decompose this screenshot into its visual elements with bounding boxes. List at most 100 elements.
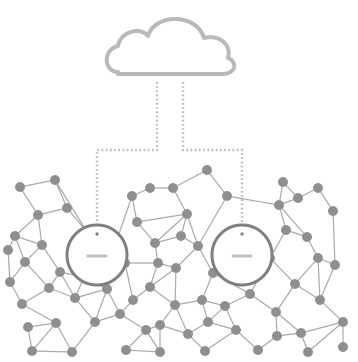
mesh-link	[294, 257, 319, 285]
mesh-node	[202, 165, 212, 175]
mesh-node	[274, 200, 284, 210]
mesh-link	[149, 286, 176, 306]
mesh-node	[5, 277, 15, 287]
mesh-link	[125, 349, 161, 353]
gateway-right	[210, 223, 274, 287]
mesh-link	[37, 214, 43, 246]
mesh-link	[154, 213, 188, 244]
mesh-link	[119, 313, 147, 331]
mesh-link	[172, 169, 208, 189]
mesh-link	[175, 245, 199, 269]
mesh-node	[290, 279, 300, 289]
mesh-node	[330, 260, 340, 270]
mesh-link	[94, 288, 108, 323]
mesh-node	[155, 347, 165, 357]
mesh-node	[303, 347, 313, 357]
mesh-node	[51, 318, 61, 328]
gateway-indicator	[240, 232, 244, 236]
mesh-link	[319, 264, 336, 301]
mesh-node	[231, 325, 241, 335]
mesh-link	[249, 293, 277, 313]
mesh-link	[149, 267, 177, 288]
mesh-link	[197, 195, 228, 247]
mesh-link	[24, 261, 50, 289]
mesh-node	[37, 240, 47, 250]
mesh-node	[220, 301, 230, 311]
gateway-left	[65, 223, 129, 287]
mesh-node	[127, 191, 137, 201]
mesh-node	[222, 191, 232, 201]
mesh-node	[197, 295, 207, 305]
mesh-link	[31, 322, 57, 352]
mesh-link	[278, 204, 308, 238]
mesh-link	[332, 210, 336, 266]
mesh-link	[54, 179, 68, 209]
mesh-node	[193, 241, 203, 251]
mesh-link	[19, 186, 39, 216]
mesh-node	[182, 209, 192, 219]
mesh-link	[7, 249, 11, 283]
mesh-node	[23, 322, 33, 332]
mesh-node	[67, 347, 77, 357]
mesh-node	[315, 295, 325, 305]
mesh-node	[200, 346, 210, 356]
mesh-node	[121, 345, 131, 355]
cloud-gateway-connectors	[95, 82, 244, 226]
mesh-node	[183, 329, 193, 339]
mesh-link	[74, 288, 108, 299]
mesh-node	[302, 232, 312, 242]
mesh-node	[338, 342, 348, 352]
mesh-link	[317, 257, 321, 301]
mesh-node	[27, 346, 37, 356]
mesh-node	[10, 231, 20, 241]
mesh-link	[21, 303, 57, 324]
mesh-node	[132, 217, 142, 227]
mesh-node	[20, 257, 30, 267]
mesh-node	[62, 203, 72, 213]
mesh-node	[141, 325, 151, 335]
mesh-node	[293, 193, 303, 203]
mesh-node	[168, 183, 178, 193]
mesh-node	[155, 320, 165, 330]
mesh-link	[206, 169, 228, 197]
mesh-node	[296, 328, 306, 338]
mesh-node	[55, 267, 65, 277]
mesh-node	[3, 245, 13, 255]
mesh-node	[272, 331, 282, 341]
mesh-node	[150, 238, 160, 248]
mesh-node	[128, 295, 138, 305]
mesh-node	[153, 258, 163, 268]
mesh-link	[21, 287, 50, 305]
mesh-node	[115, 309, 125, 319]
mesh-node	[176, 231, 186, 241]
dotted-connector	[95, 82, 159, 226]
mesh-link	[226, 195, 280, 206]
mesh-node	[17, 299, 27, 309]
mesh-node	[44, 283, 54, 293]
mesh-link	[174, 267, 177, 306]
mesh-node	[50, 175, 60, 185]
mesh-node	[171, 263, 181, 273]
mesh-node	[338, 317, 348, 327]
mesh-node	[253, 345, 263, 355]
mesh-node	[15, 182, 25, 192]
mesh-node	[70, 293, 80, 303]
mesh-node	[328, 206, 338, 216]
mesh-link	[136, 213, 188, 223]
mesh-node	[170, 300, 180, 310]
mesh-link	[71, 321, 96, 353]
dotted-connector	[181, 82, 244, 226]
mesh-node	[281, 225, 291, 235]
mesh-link	[14, 214, 39, 237]
mesh-link	[31, 350, 73, 353]
mesh-node	[313, 183, 323, 193]
mesh-node	[102, 284, 112, 294]
mesh-link	[275, 283, 296, 313]
mesh-link	[174, 304, 189, 335]
mesh-node	[203, 317, 213, 327]
mesh-node	[245, 289, 255, 299]
cloud-icon	[104, 17, 237, 76]
mesh-link	[269, 257, 296, 285]
mesh-link	[275, 311, 302, 334]
